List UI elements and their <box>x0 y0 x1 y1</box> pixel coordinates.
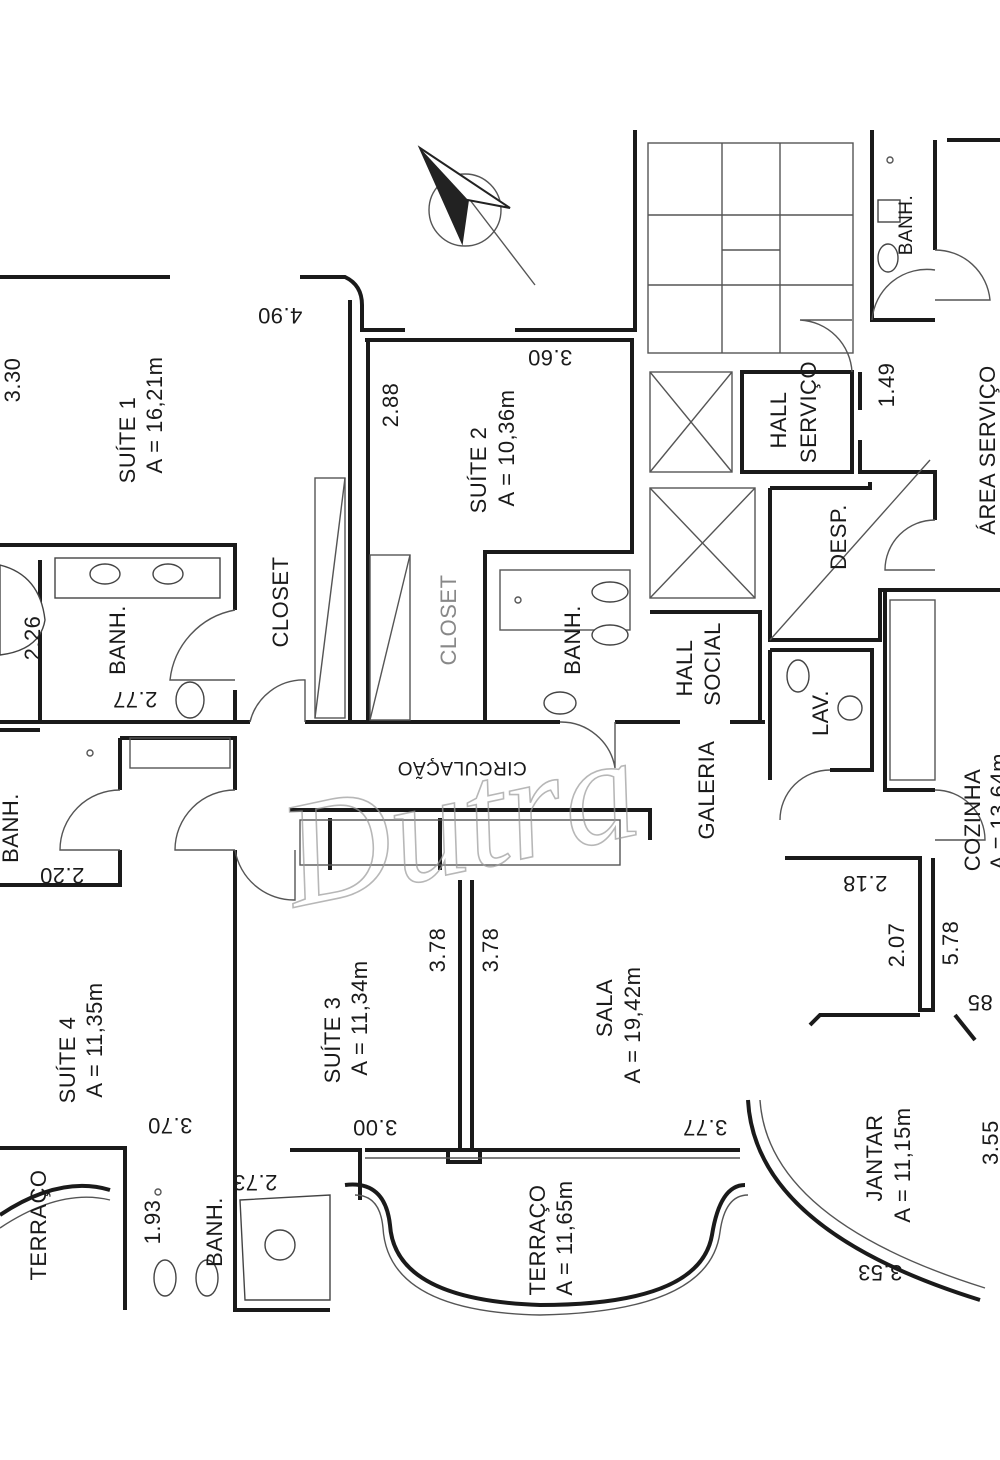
dim-149: 1.49 <box>874 363 899 408</box>
elevator-shafts <box>649 371 756 599</box>
dim-300: 3.00 <box>353 1115 398 1140</box>
terraco-main-area: A = 11,65m <box>552 1180 577 1295</box>
walls <box>0 130 1000 1316</box>
cozinha-name: COZINHA <box>960 769 985 872</box>
area-servico-name: ÁREA SERVIÇO <box>975 365 1000 534</box>
dim-378b: 3.78 <box>478 928 503 973</box>
suite1-name: SUÍTE 1 <box>115 397 140 484</box>
banh-top-name: BANH. <box>896 195 917 256</box>
watermark-logo: Dutra <box>265 703 652 940</box>
dim-378a: 3.78 <box>425 928 450 973</box>
dim-277: 2.77 <box>113 687 158 712</box>
dim-193: 1.93 <box>140 1200 165 1245</box>
hall-social-line2: SOCIAL <box>700 622 725 706</box>
cozinha-area: A = 13,64m <box>986 753 1000 870</box>
suite3-area: A = 11,34m <box>347 960 372 1075</box>
dim-360: 3.60 <box>528 345 573 370</box>
sala-area: A = 19,42m <box>620 967 645 1084</box>
bathroom-fixtures <box>0 156 936 1301</box>
desp-name: DESP. <box>826 504 851 570</box>
dim-330: 3.30 <box>0 358 25 403</box>
suite2-area: A = 10,36m <box>494 390 519 507</box>
dim-578: 5.78 <box>938 921 963 966</box>
dim-273: 2.73 <box>233 1170 278 1195</box>
jantar-name: JANTAR <box>862 1115 887 1202</box>
dim-377: 3.77 <box>683 1115 728 1140</box>
north-arrow-icon <box>417 145 536 286</box>
dim-226: 2.26 <box>20 616 45 661</box>
banh-s4-name: BANH. <box>0 793 23 863</box>
terraco-left-name: TERRAÇO <box>26 1169 51 1280</box>
suite4-name: SUÍTE 4 <box>55 1017 80 1104</box>
dim-355: 3.55 <box>978 1120 1000 1165</box>
lav-name: LAV. <box>808 690 833 736</box>
suite1-area: A = 16,21m <box>142 357 167 474</box>
hall-social-line1: HALL <box>672 639 697 696</box>
dim-85: 85 <box>967 990 992 1015</box>
galeria-name: GALERIA <box>694 741 719 840</box>
banh-s3-name: BANH. <box>202 1197 227 1267</box>
jantar-area: A = 11,15m <box>890 1107 915 1222</box>
circulacao-name: CIRCULAÇÃO <box>397 757 527 779</box>
closet2-name: CLOSET <box>436 574 461 665</box>
terraco-main-name: TERRAÇO <box>525 1184 550 1295</box>
sala-name: SALA <box>592 979 617 1037</box>
dim-218: 2.18 <box>843 871 888 896</box>
stairwell <box>647 142 854 354</box>
dim-220: 2.20 <box>40 863 85 888</box>
hall-servico-line2: SERVIÇO <box>796 361 821 463</box>
room-labels: SUÍTE 1 A = 16,21m SUÍTE 2 A = 10,36m SU… <box>0 195 1000 1296</box>
closet1-name: CLOSET <box>268 556 293 647</box>
suite2-name: SUÍTE 2 <box>466 427 491 514</box>
banh-s1-name: BANH. <box>105 605 130 675</box>
hall-servico-line1: HALL <box>766 391 791 448</box>
suite3-name: SUÍTE 3 <box>320 997 345 1084</box>
dim-207: 2.07 <box>884 923 909 968</box>
banh-s2-name: BANH. <box>560 605 585 675</box>
dimension-labels: 4.90 3.30 3.60 2.88 2.26 2.77 2.20 1.49 … <box>0 303 1000 1285</box>
door-swings <box>59 249 991 901</box>
suite4-area: A = 11,35m <box>82 982 107 1097</box>
dim-353: 3.53 <box>858 1260 903 1285</box>
dim-288: 2.88 <box>378 383 403 428</box>
dim-370: 3.70 <box>148 1113 193 1138</box>
dim-490: 4.90 <box>258 303 303 328</box>
